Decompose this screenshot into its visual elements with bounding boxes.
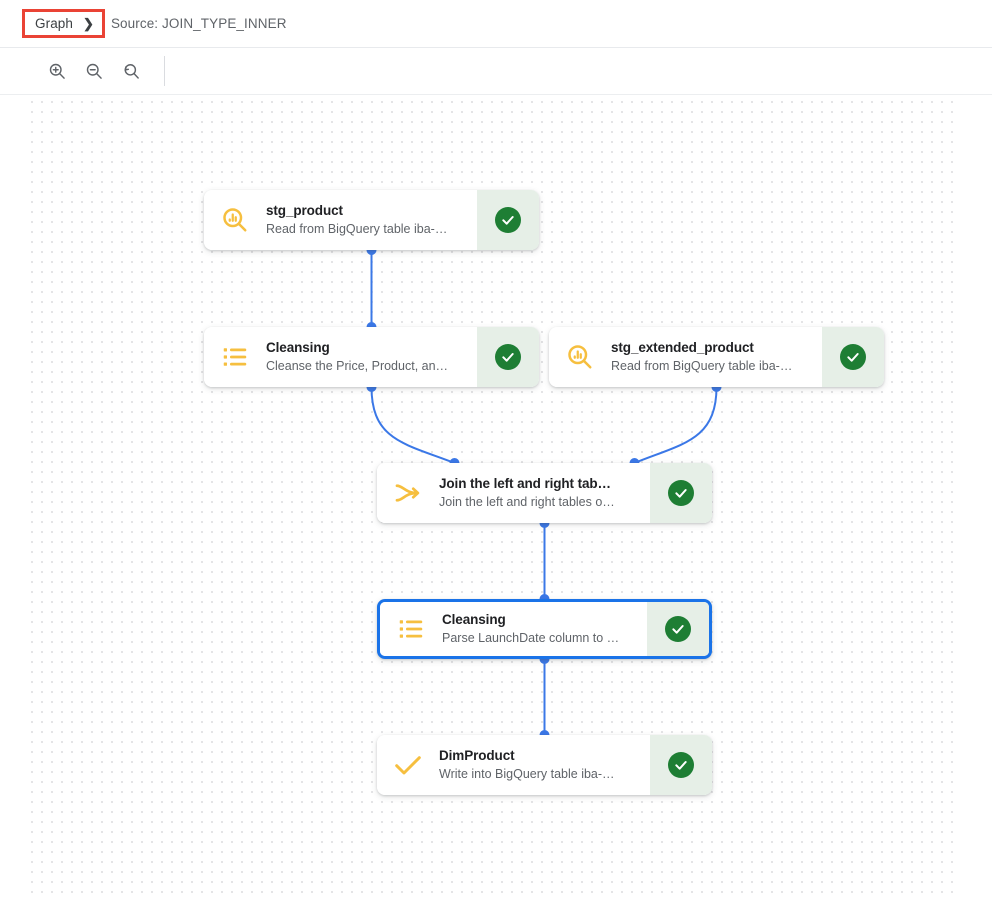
node-subtitle: Join the left and right tables o… [439,494,615,509]
check-circle-icon [840,344,866,370]
node-text-block: Cleansing Cleanse the Price, Product, an… [266,327,477,387]
node-text-block: Cleansing Parse LaunchDate column to … [442,602,647,656]
graph-node-stg-product[interactable]: stg_product Read from BigQuery table iba… [204,190,539,250]
node-title: stg_product [266,203,343,219]
edge-cleansing-to-join [370,386,455,464]
toolbar-divider [164,56,165,86]
node-subtitle: Write into BigQuery table iba-… [439,766,615,781]
node-text-block: DimProduct Write into BigQuery table iba… [439,735,650,795]
node-text-block: stg_extended_product Read from BigQuery … [611,327,822,387]
list-icon [204,327,266,387]
zoom-in-button[interactable] [40,54,74,88]
check-circle-icon [668,480,694,506]
zoom-reset-icon [121,61,141,81]
node-title: DimProduct [439,748,515,764]
breadcrumb-graph-highlight[interactable]: Graph ❯ [22,9,105,38]
check-circle-icon [495,344,521,370]
edge-stg-extended-to-join [634,386,718,464]
node-text-block: Join the left and right tab… Join the le… [439,463,650,523]
node-title: Join the left and right tab… [439,476,611,492]
node-status-panel [650,463,712,523]
list-icon [380,602,442,656]
graph-node-dim-product[interactable]: DimProduct Write into BigQuery table iba… [377,735,712,795]
check-circle-icon [495,207,521,233]
check-circle-icon [665,616,691,642]
node-title: Cleansing [266,340,330,356]
graph-node-cleansing-1[interactable]: Cleansing Cleanse the Price, Product, an… [204,327,539,387]
graph-node-stg-extended-product[interactable]: stg_extended_product Read from BigQuery … [549,327,884,387]
node-subtitle: Read from BigQuery table iba-… [611,358,793,373]
node-subtitle: Cleanse the Price, Product, an… [266,358,449,373]
node-title: stg_extended_product [611,340,754,356]
node-status-panel [650,735,712,795]
breadcrumb-source-label: Source: JOIN_TYPE_INNER [110,16,287,31]
node-status-panel [647,602,709,656]
graph-node-cleansing-2[interactable]: Cleansing Parse LaunchDate column to … [377,599,712,659]
node-status-panel [477,190,539,250]
check-sink-icon [377,735,439,795]
breadcrumb-graph-label[interactable]: Graph [35,16,74,31]
bigquery-source-icon [204,190,266,250]
node-status-panel [822,327,884,387]
graph-toolbar [0,48,992,95]
bigquery-source-icon [549,327,611,387]
header-bar: Graph ❯ Source: JOIN_TYPE_INNER [0,0,992,48]
node-text-block: stg_product Read from BigQuery table iba… [266,190,477,250]
node-title: Cleansing [442,612,506,628]
node-subtitle: Read from BigQuery table iba-… [266,221,448,236]
join-arrow-icon [377,463,439,523]
chevron-right-icon: ❯ [83,16,94,31]
node-subtitle: Parse LaunchDate column to … [442,630,620,645]
zoom-in-icon [47,61,67,81]
check-circle-icon [668,752,694,778]
graph-canvas[interactable]: stg_product Read from BigQuery table iba… [26,96,957,896]
zoom-reset-button[interactable] [114,54,148,88]
graph-node-join[interactable]: Join the left and right tab… Join the le… [377,463,712,523]
zoom-out-button[interactable] [77,54,111,88]
node-status-panel [477,327,539,387]
zoom-out-icon [84,61,104,81]
